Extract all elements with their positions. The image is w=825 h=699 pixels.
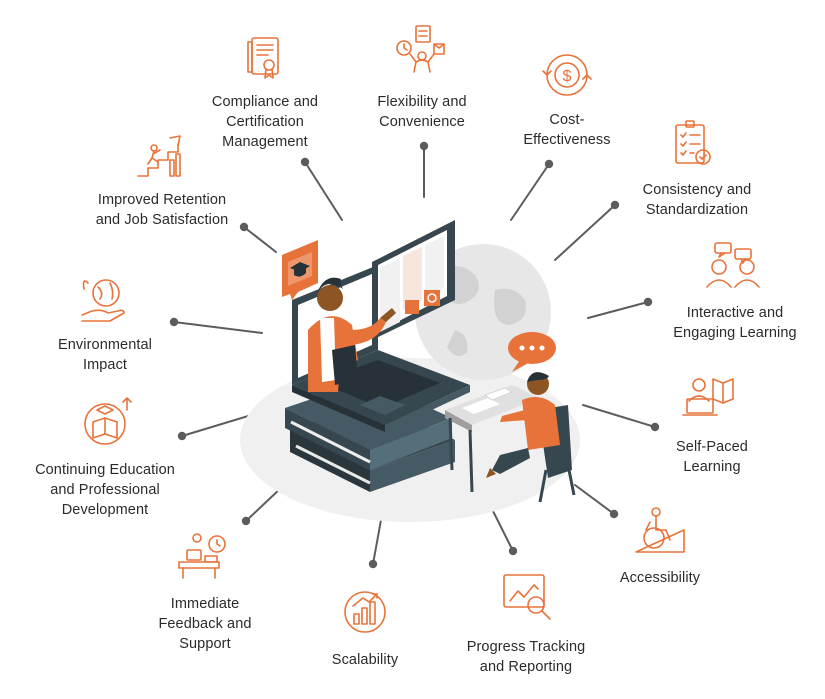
label-retention: Improved Retention and Job Satisfaction bbox=[95, 192, 229, 228]
label-feedback: Immediate Feedback and Support bbox=[158, 596, 252, 652]
connector-retention bbox=[243, 226, 277, 253]
connector-selfpaced bbox=[582, 404, 656, 428]
connector-dot-interactive bbox=[643, 297, 653, 307]
connector-environmental bbox=[173, 321, 263, 334]
connector-dot-cost bbox=[544, 159, 554, 169]
connector-dot-flexibility bbox=[419, 141, 429, 151]
label-scalability: Scalability bbox=[331, 652, 399, 668]
connector-dot-scalability bbox=[368, 559, 378, 569]
connector-dot-retention bbox=[239, 222, 249, 232]
climbing-stairs-icon bbox=[137, 135, 181, 177]
certificate-icon bbox=[247, 37, 279, 79]
label-compliance: Compliance and Certification Management bbox=[211, 94, 319, 150]
central-illustration bbox=[240, 220, 580, 522]
dollar-cycle-icon: $ bbox=[542, 54, 592, 96]
label-environmental: Environmental Impact bbox=[58, 337, 152, 373]
connector-dot-continuing bbox=[177, 431, 187, 441]
connector-lines bbox=[169, 141, 660, 569]
connector-dot-environmental bbox=[169, 317, 179, 327]
connector-scalability bbox=[372, 519, 382, 565]
label-selfpaced: Self-Paced Learning bbox=[676, 439, 748, 475]
growth-bars-icon bbox=[344, 591, 386, 633]
label-continuing: Continuing Education and Professional De… bbox=[35, 462, 175, 518]
label-flexibility: Flexibility and Convenience bbox=[377, 94, 467, 130]
graduation-badge bbox=[282, 240, 318, 300]
people-chat-icon bbox=[706, 242, 760, 288]
connector-interactive bbox=[587, 301, 649, 319]
label-cost: Cost- Effectiveness bbox=[523, 112, 611, 148]
clipboard-check-icon bbox=[675, 120, 711, 165]
connector-cost bbox=[510, 163, 550, 221]
connector-dot-accessibility bbox=[609, 509, 619, 519]
laptop-reading-icon bbox=[682, 378, 734, 416]
label-consistency: Consistency and Standardization bbox=[642, 182, 752, 218]
speech-bubble bbox=[508, 332, 556, 372]
connector-accessibility bbox=[574, 484, 615, 515]
connector-consistency bbox=[554, 204, 616, 261]
teacher-figure bbox=[308, 277, 396, 392]
connector-dot-compliance bbox=[300, 157, 310, 167]
desk-clock-icon bbox=[178, 533, 226, 579]
student-desk bbox=[445, 385, 540, 493]
svg-text:$: $ bbox=[563, 68, 572, 85]
book-cap-icon bbox=[84, 397, 132, 445]
label-accessibility: Accessibility bbox=[619, 570, 701, 586]
label-progress: Progress Tracking and Reporting bbox=[466, 639, 586, 675]
wheelchair-ramp-icon bbox=[635, 507, 685, 553]
connector-dot-consistency bbox=[610, 200, 620, 210]
label-interactive: Interactive and Engaging Learning bbox=[673, 305, 797, 341]
hand-globe-icon bbox=[81, 279, 125, 322]
connector-dot-feedback bbox=[241, 516, 251, 526]
connector-dot-selfpaced bbox=[650, 422, 660, 432]
student-figure bbox=[486, 372, 576, 503]
connector-compliance bbox=[304, 161, 343, 221]
chart-magnifier-icon bbox=[503, 574, 551, 620]
person-tasks-icon bbox=[396, 25, 445, 73]
connector-progress bbox=[492, 510, 514, 552]
connector-dot-progress bbox=[508, 546, 518, 556]
